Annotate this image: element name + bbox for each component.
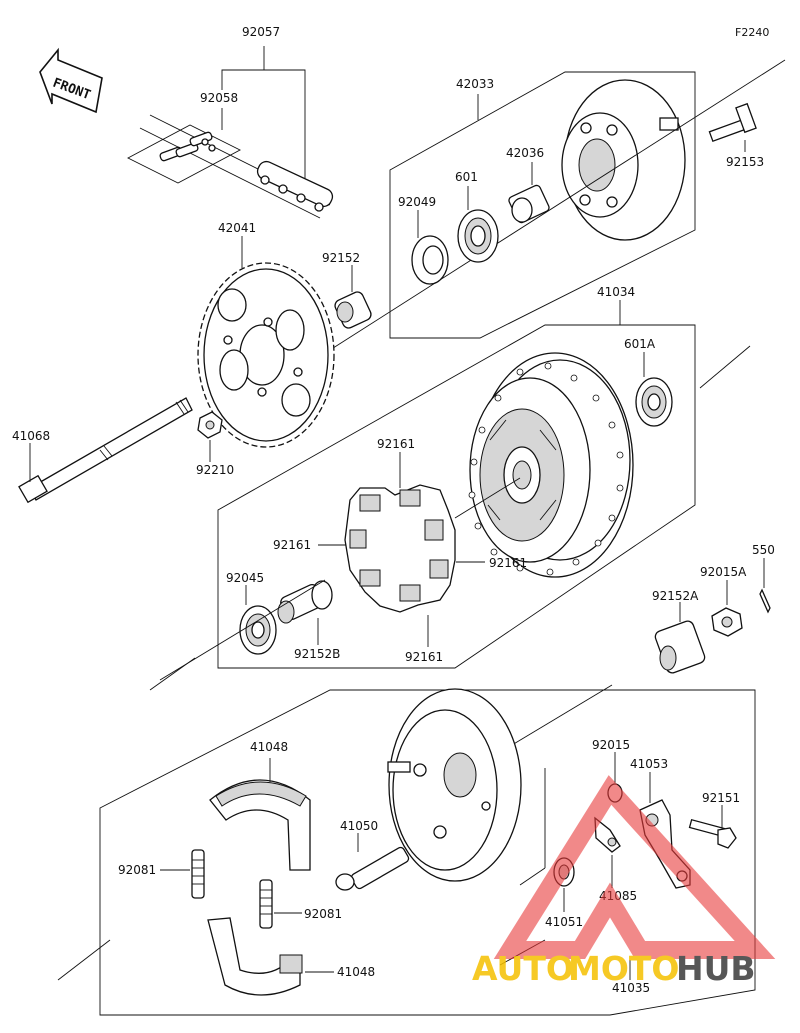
bolt-92151 — [688, 818, 737, 849]
watermark-text-hub: HUB — [676, 949, 756, 988]
oil-seal-92049 — [411, 235, 449, 285]
front-arrow-icon: FRONT — [39, 47, 103, 114]
diagram-code: F2240 — [735, 26, 769, 39]
watermark-text-auto: AUTO — [472, 949, 574, 988]
bearing-601a — [635, 377, 673, 427]
part-label: 92015A — [700, 565, 747, 579]
damper-rubber-92161 — [344, 484, 456, 613]
part-label: 92152 — [322, 251, 360, 265]
part-label: 92152B — [294, 647, 340, 661]
part-label: 92161 — [273, 538, 311, 552]
part-label: 42036 — [506, 146, 544, 160]
part-label: 92210 — [196, 463, 234, 477]
part-labels: 92057 92058 42033 92153 42036 601 92049 … — [12, 25, 775, 995]
rear-wheel-box — [149, 300, 751, 691]
part-label: 41035 — [612, 981, 650, 995]
indicator-41085 — [594, 816, 621, 853]
camshaft-41050 — [335, 846, 410, 891]
drive-chain-group — [127, 46, 334, 219]
part-label: 601A — [624, 337, 656, 351]
part-label: 41050 — [340, 819, 378, 833]
part-label: 92045 — [226, 571, 264, 585]
part-label: 92081 — [304, 907, 342, 921]
cotter-pin-550 — [759, 588, 771, 614]
collar-92152 — [334, 291, 372, 329]
part-label: 41048 — [250, 740, 288, 754]
spring-92081-left — [191, 849, 205, 899]
part-label: 92058 — [200, 91, 238, 105]
bearing-601 — [457, 209, 499, 263]
part-label: 41034 — [597, 285, 635, 299]
collar-92152a — [654, 620, 706, 674]
part-label: 92057 — [242, 25, 280, 39]
rear-sprocket-42041 — [197, 236, 335, 448]
part-label: 42033 — [456, 77, 494, 91]
axle-41068 — [18, 397, 193, 504]
part-label: 92015 — [592, 738, 630, 752]
watermark-text-moto: MOTO — [568, 949, 679, 988]
part-label: 92161 — [377, 437, 415, 451]
brake-panel — [387, 688, 522, 882]
watermark-logo: AUTO MOTO HUB — [472, 775, 776, 988]
bolt-92153 — [708, 102, 757, 143]
part-label: 550 — [752, 543, 775, 557]
nut-92015a — [711, 607, 743, 637]
brake-shoe-upper-41048 — [209, 779, 311, 871]
part-label: 92153 — [726, 155, 764, 169]
part-label: 41068 — [12, 429, 50, 443]
part-label: 92161 — [405, 650, 443, 664]
collar-92152b — [277, 580, 333, 624]
part-label: 42041 — [218, 221, 256, 235]
part-label: 92081 — [118, 863, 156, 877]
spring-92081-right — [259, 879, 273, 929]
part-label: 41048 — [337, 965, 375, 979]
brake-panel-box — [57, 684, 756, 1016]
nut-92210 — [197, 411, 223, 439]
part-label: 41053 — [630, 757, 668, 771]
collar-42036 — [508, 184, 550, 224]
part-label: 92151 — [702, 791, 740, 805]
bearing-92045 — [239, 605, 277, 655]
part-label: 92161 — [489, 556, 527, 570]
brake-shoe-lower-41048 — [207, 917, 303, 996]
part-label: 92152A — [652, 589, 699, 603]
part-label: 601 — [455, 170, 478, 184]
part-label: 92049 — [398, 195, 436, 209]
sprocket-coupling-box — [329, 59, 786, 351]
part-label: 41051 — [545, 915, 583, 929]
